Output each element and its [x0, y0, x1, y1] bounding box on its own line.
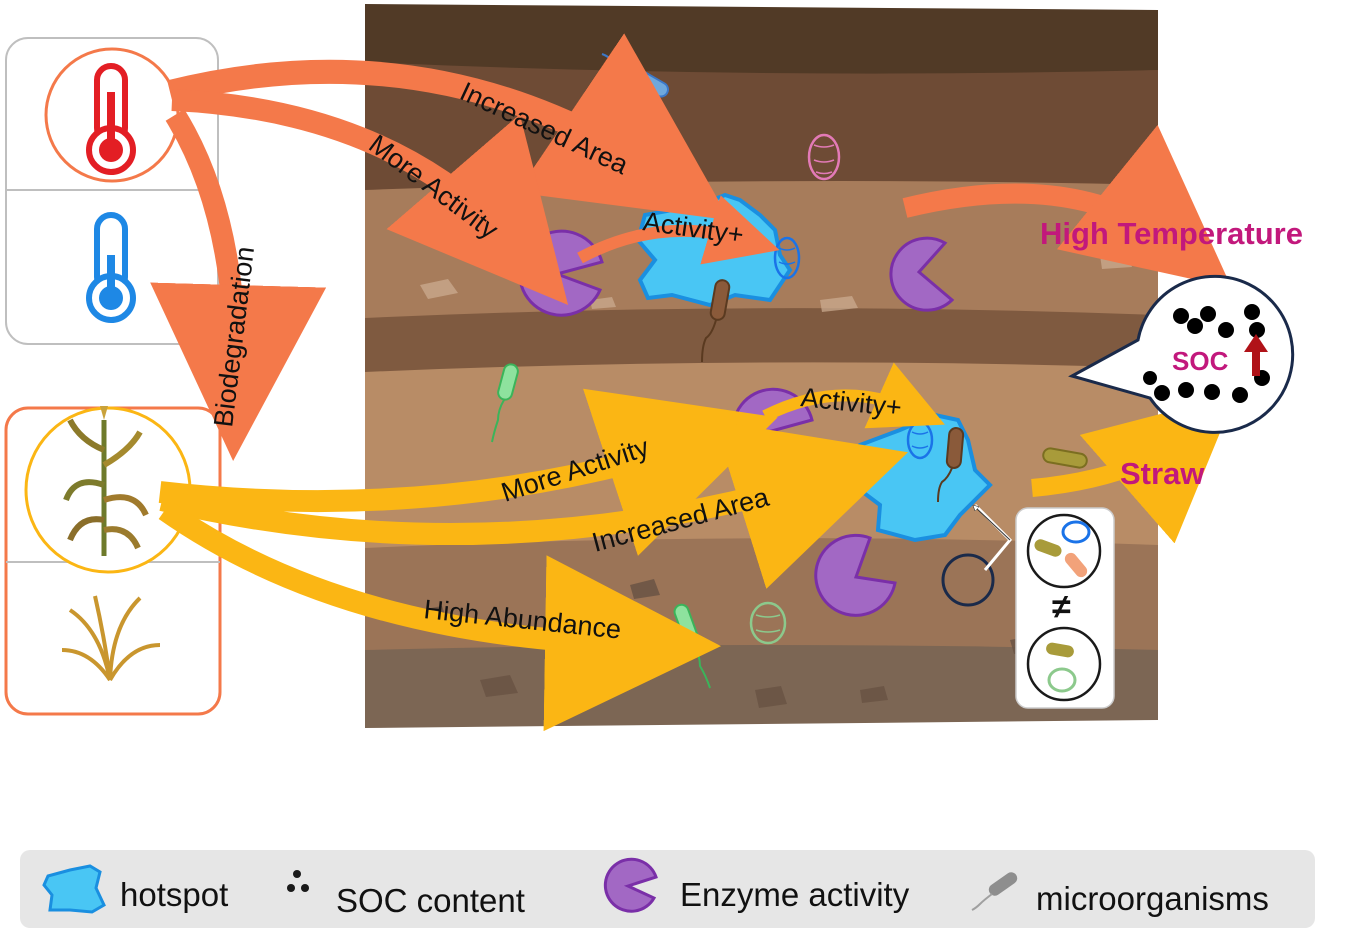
legend-box	[20, 850, 1315, 928]
community-control	[1026, 626, 1102, 702]
legend-soc-dots-icon	[287, 870, 309, 892]
legend-microorganism-icon	[971, 872, 1018, 911]
thermometer-red-icon	[86, 63, 136, 175]
thermometer-blue-icon	[86, 212, 136, 323]
legend-label-microorganisms: microorganisms	[1036, 880, 1269, 917]
soc-label: SOC	[1172, 346, 1229, 376]
arrow-biodegradation	[150, 109, 327, 461]
mitochondria-green	[749, 601, 787, 645]
arrow-heat-more-activity	[171, 89, 569, 305]
microbe-brown-lower	[945, 427, 965, 469]
soc-callout: SOC	[1068, 274, 1295, 434]
legend-label-soc: SOC content	[336, 882, 525, 919]
arrow-straw-soc	[1031, 394, 1236, 544]
heat-arrows	[150, 33, 1232, 461]
label-high-temperature: High Temperature	[1040, 216, 1303, 251]
legend-hotspot-icon	[42, 864, 106, 914]
arrow-straw-activity-plus	[762, 362, 945, 429]
enzyme-2	[889, 236, 955, 312]
arrow-straw-increased-area	[159, 420, 908, 589]
soc-dots	[1143, 304, 1270, 403]
soc-increase-arrow-icon	[1244, 334, 1268, 376]
mitochondria-pink	[807, 133, 841, 181]
straw-panel	[4, 406, 222, 716]
corn-plant-icon	[63, 406, 149, 556]
arrow-heat-increased-area	[167, 33, 730, 221]
microbe-brown	[709, 279, 731, 321]
microbe-green	[497, 363, 519, 401]
withered-grass-icon	[61, 595, 161, 682]
not-equal-sign: ≠	[1052, 588, 1071, 626]
arrow-high-temperature	[902, 124, 1232, 288]
straw-arrows	[158, 362, 1236, 732]
legend-label-enzyme: Enzyme activity	[680, 876, 910, 913]
legend-enzyme-icon	[603, 857, 658, 913]
temperature-panel	[5, 37, 219, 345]
legend: hotspot SOC content Enzyme activity micr…	[20, 850, 1315, 928]
legend-label-hotspot: hotspot	[120, 876, 228, 913]
zoom-circle	[941, 553, 995, 607]
label-straw: Straw	[1120, 456, 1205, 491]
arrow-straw-high-abundance	[158, 500, 721, 732]
arrow-straw-more-activity	[158, 388, 778, 556]
arrow-heat-activity-plus	[577, 195, 780, 265]
community-comparison: ≠	[941, 503, 1115, 709]
